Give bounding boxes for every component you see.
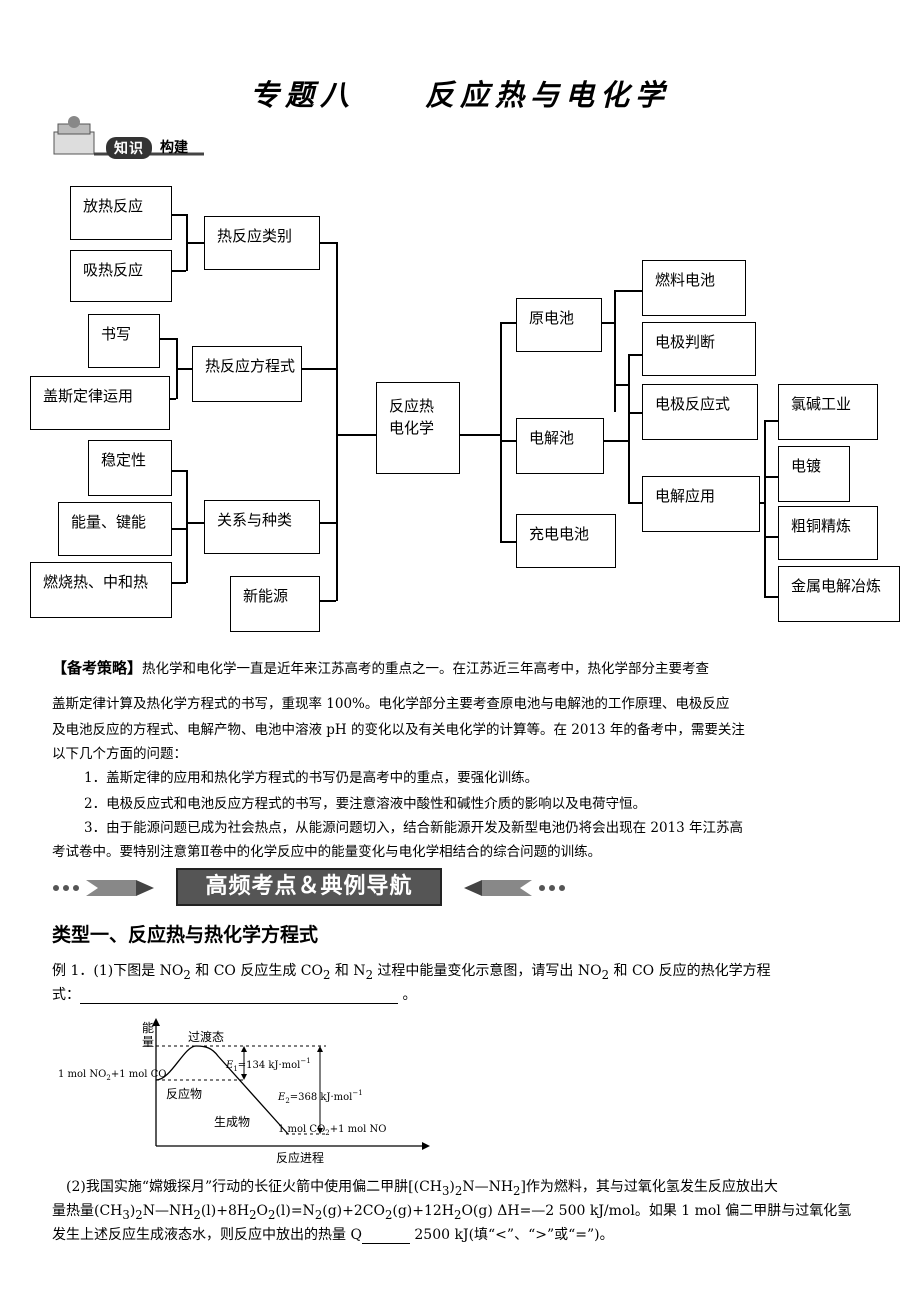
box-center: 反应热 电化学 xyxy=(376,382,460,474)
p2-k: (g)+2CO xyxy=(322,1203,385,1219)
strategy-item3b: 考试卷中。要特别注意第Ⅱ卷中的化学反应中的能量变化与电化学相结合的综合问题的训练… xyxy=(52,844,602,860)
reactants-a: 1 mol NO xyxy=(58,1069,106,1080)
ex-t1: 例 1．(1)下图是 NO xyxy=(52,963,184,979)
box-thermo-equation: 热反应方程式 xyxy=(192,346,302,402)
page-title: 专题八 反应热与电化学 xyxy=(0,72,920,114)
p2-n: 发生上述反应生成液态水，则反应中放出的热量 Q xyxy=(52,1227,362,1243)
p2-l: (g)+12H xyxy=(392,1203,455,1219)
y-label-1: 能 xyxy=(142,1021,154,1035)
transition-label: 过渡态 xyxy=(188,1029,224,1044)
ex-t2: 和 CO 反应生成 CO xyxy=(190,963,323,979)
p2-f: ) xyxy=(129,1203,136,1219)
title-part2: 反应热与电化学 xyxy=(425,78,671,112)
box-hess-law: 盖斯定律运用 xyxy=(30,376,170,430)
strategy-line1: 【备考策略】热化学和电化学一直是近年来江苏高考的重点之一。在江苏近三年高考中，热… xyxy=(52,654,872,683)
p2-g: N—NH xyxy=(142,1203,194,1219)
p2-h: (l)+8H xyxy=(200,1203,250,1219)
box-reaction-type: 热反应类别 xyxy=(204,216,320,270)
products-b: +1 mol NO xyxy=(330,1124,387,1135)
ex-t5: 和 CO 反应的热化学方程 xyxy=(609,963,771,979)
reactants-b: +1 mol CO xyxy=(111,1069,167,1080)
example1-line2: 式： 。 xyxy=(52,984,416,1004)
box-copper-refining: 粗铜精炼 xyxy=(778,506,878,560)
products-label: 1 mol CO2+1 mol NO xyxy=(278,1124,387,1137)
box-electrode-judgement: 电极判断 xyxy=(642,322,756,376)
strategy-item3a: 3．由于能源问题已成为社会热点，从能源问题切入，结合新能源开发及新型电池仍将会出… xyxy=(84,820,744,836)
box-energy-bond: 能量、键能 xyxy=(58,502,172,556)
strategy-line4: 以下几个方面的问题： xyxy=(52,746,187,762)
ex-t6: 式： xyxy=(52,987,80,1003)
products-a: 1 mol CO xyxy=(278,1124,325,1135)
center-line2: 电化学 xyxy=(389,419,435,437)
box-electrolysis-application: 电解应用 xyxy=(642,476,760,532)
p2-a: (2)我国实施“嫦娥探月”行动的长征火箭中使用偏二甲肼[(CH xyxy=(66,1179,442,1195)
p2-d: ]作为燃料，其与过氧化氢发生反应放出大 xyxy=(520,1179,778,1195)
part2-line2: 量热量(CH3)2N—NH2(l)+8H2O2(l)=N2(g)+2CO2(g)… xyxy=(52,1203,852,1222)
box-stability: 稳定性 xyxy=(88,440,172,496)
p2-m: O(g) ΔH=—2 500 kJ/mol。如果 1 mol 偏二甲肼与过氧化氢 xyxy=(461,1203,852,1219)
strategy-line2: 盖斯定律计算及热化学方程式的书写，重现率 100%。电化学部分主要考查原电池与电… xyxy=(52,696,730,712)
box-writing: 书写 xyxy=(88,314,160,368)
box-fuel-cell: 燃料电池 xyxy=(642,260,746,316)
strategy-item2: 2．电极反应式和电池反应方程式的书写，要注意溶液中酸性和碱性介质的影响以及电荷守… xyxy=(84,796,647,812)
p2-b: ) xyxy=(449,1179,455,1195)
y-label-2: 量 xyxy=(142,1035,154,1049)
box-relation-types: 关系与种类 xyxy=(204,500,320,554)
arrow-left-icon xyxy=(464,880,565,896)
box-electrolytic-cell: 电解池 xyxy=(516,418,604,474)
answer-blank[interactable] xyxy=(80,987,398,1004)
badge-construct: 构建 xyxy=(160,140,188,156)
strategy-item1: 1．盖斯定律的应用和热化学方程式的书写仍是高考中的重点，要强化训练。 xyxy=(84,770,539,786)
p2-o: 2500 kJ(填“<”、“>”或“=”)。 xyxy=(409,1227,614,1243)
title-part1: 专题八 xyxy=(249,78,355,112)
section-banner: 高频考点＆典例导航 xyxy=(176,868,442,906)
part2-line3: 发生上述反应生成液态水，则反应中放出的热量 Q 2500 kJ(填“<”、“>”… xyxy=(52,1224,614,1244)
type-heading: 类型一、反应热与热化学方程式 xyxy=(52,924,319,946)
reactant-word: 反应物 xyxy=(166,1086,202,1101)
strategy-text1: 热化学和电化学一直是近年来江苏高考的重点之一。在江苏近三年高考中，热化学部分主要… xyxy=(142,661,710,677)
ex-t4: 过程中能量变化示意图，请写出 NO xyxy=(372,963,602,979)
ex-t3: 和 N xyxy=(330,963,366,979)
energy-diagram: 能 量 过渡态 1 mol NO2+1 mol CO 反应物 生成物 E1=13… xyxy=(58,1018,430,1164)
e2-label: E2=368 kJ·mol−1 xyxy=(277,1089,363,1105)
box-new-energy: 新能源 xyxy=(230,576,320,632)
product-word: 生成物 xyxy=(214,1115,250,1129)
p2-j: (l)=N xyxy=(275,1203,315,1219)
part2-line1: (2)我国实施“嫦娥探月”行动的长征火箭中使用偏二甲肼[(CH3)2N—NH2]… xyxy=(66,1179,778,1198)
reactants-label: 1 mol NO2+1 mol CO xyxy=(58,1069,167,1082)
strategy-label: 【备考策略】 xyxy=(52,659,143,677)
box-combustion-heat: 燃烧热、中和热 xyxy=(30,562,172,618)
box-metal-smelting: 金属电解冶炼 xyxy=(778,566,900,622)
box-chlor-alkali: 氯碱工业 xyxy=(778,384,878,440)
example1-line1: 例 1．(1)下图是 NO2 和 CO 反应生成 CO2 和 N2 过程中能量变… xyxy=(52,963,771,982)
box-rechargeable: 充电电池 xyxy=(516,514,616,568)
box-exothermic: 放热反应 xyxy=(70,186,172,240)
box-electroplating: 电镀 xyxy=(778,446,850,502)
box-electrode-equation: 电极反应式 xyxy=(642,384,758,440)
box-primary-battery: 原电池 xyxy=(516,298,602,352)
q-blank[interactable] xyxy=(361,1227,410,1244)
center-line1: 反应热 xyxy=(389,397,435,415)
box-endothermic: 吸热反应 xyxy=(70,250,172,302)
p2-e: 量热量(CH xyxy=(52,1203,123,1219)
e2-value: =368 kJ·mol xyxy=(290,1092,353,1103)
badge-knowledge: 知识 xyxy=(106,137,152,159)
e1-label: E1=134 kJ·mol−1 xyxy=(225,1057,311,1073)
ex-t7: 。 xyxy=(398,987,417,1003)
arrow-right-icon xyxy=(53,880,154,896)
p2-c: N—NH xyxy=(462,1179,514,1195)
p2-i: O xyxy=(256,1203,268,1219)
strategy-line3: 及电池反应的方程式、电解产物、电池中溶液 pH 的变化以及有关电化学的计算等。在… xyxy=(52,722,745,738)
e1-value: =134 kJ·mol xyxy=(238,1060,301,1071)
x-label: 反应进程 xyxy=(276,1150,324,1164)
